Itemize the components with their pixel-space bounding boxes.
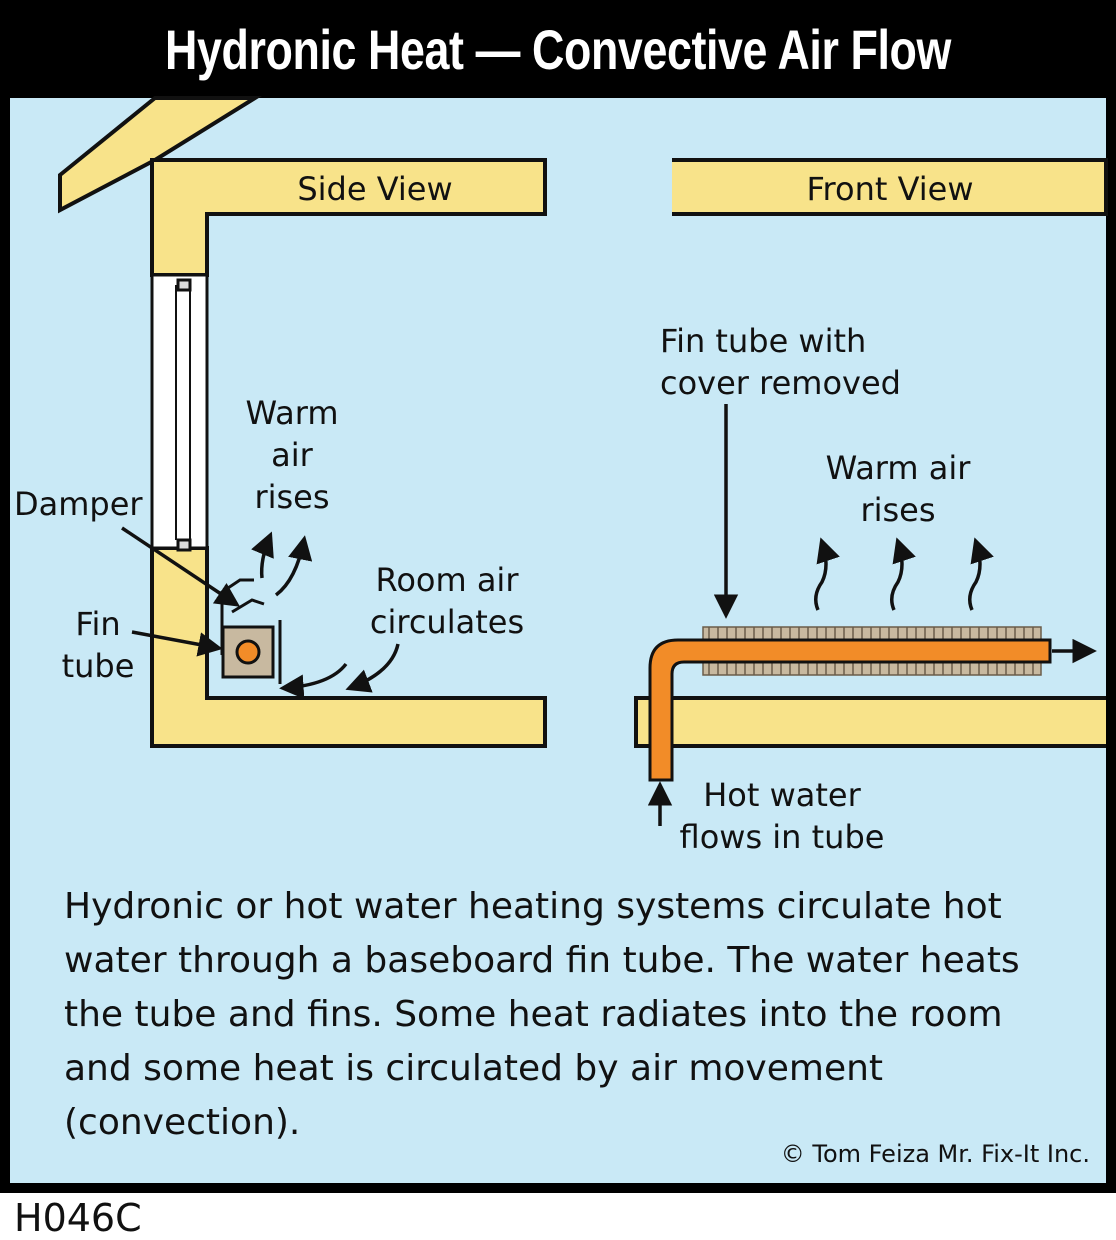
- page-title: Hydronic Heat — Convective Air Flow: [165, 17, 951, 81]
- front-view-structure: [634, 158, 1108, 748]
- side-view-heading: Side View: [297, 170, 453, 208]
- baseboard-unit: [220, 578, 282, 684]
- window: [150, 273, 209, 552]
- hot-water-pipe: [648, 638, 1052, 782]
- copyright-text: © Tom Feiza Mr. Fix-It Inc.: [780, 1140, 1090, 1168]
- fin-tube-label: Fin tube: [61, 605, 135, 685]
- side-warm-air-label: Warm air rises: [245, 394, 339, 516]
- hot-water-label: Hot water flows in tube: [679, 776, 885, 856]
- figure-code: H046C: [14, 1196, 142, 1240]
- front-warm-air-label: Warm air rises: [825, 449, 971, 529]
- room-air-label: Room air circulates: [369, 561, 525, 641]
- front-view-arrows: [647, 404, 1097, 826]
- diagram-art: [58, 96, 1108, 826]
- fin-tube-cover-label: Fin tube with cover removed: [660, 322, 901, 402]
- description-text: Hydronic or hot water heating systems ci…: [64, 886, 1020, 1143]
- front-floor: [634, 696, 1106, 748]
- front-view-heading: Front View: [806, 170, 974, 208]
- front-ceiling: [672, 158, 1108, 216]
- roof-overhang: [58, 96, 263, 214]
- side-view-arrows: [121, 526, 400, 699]
- damper-label: Damper: [14, 485, 143, 523]
